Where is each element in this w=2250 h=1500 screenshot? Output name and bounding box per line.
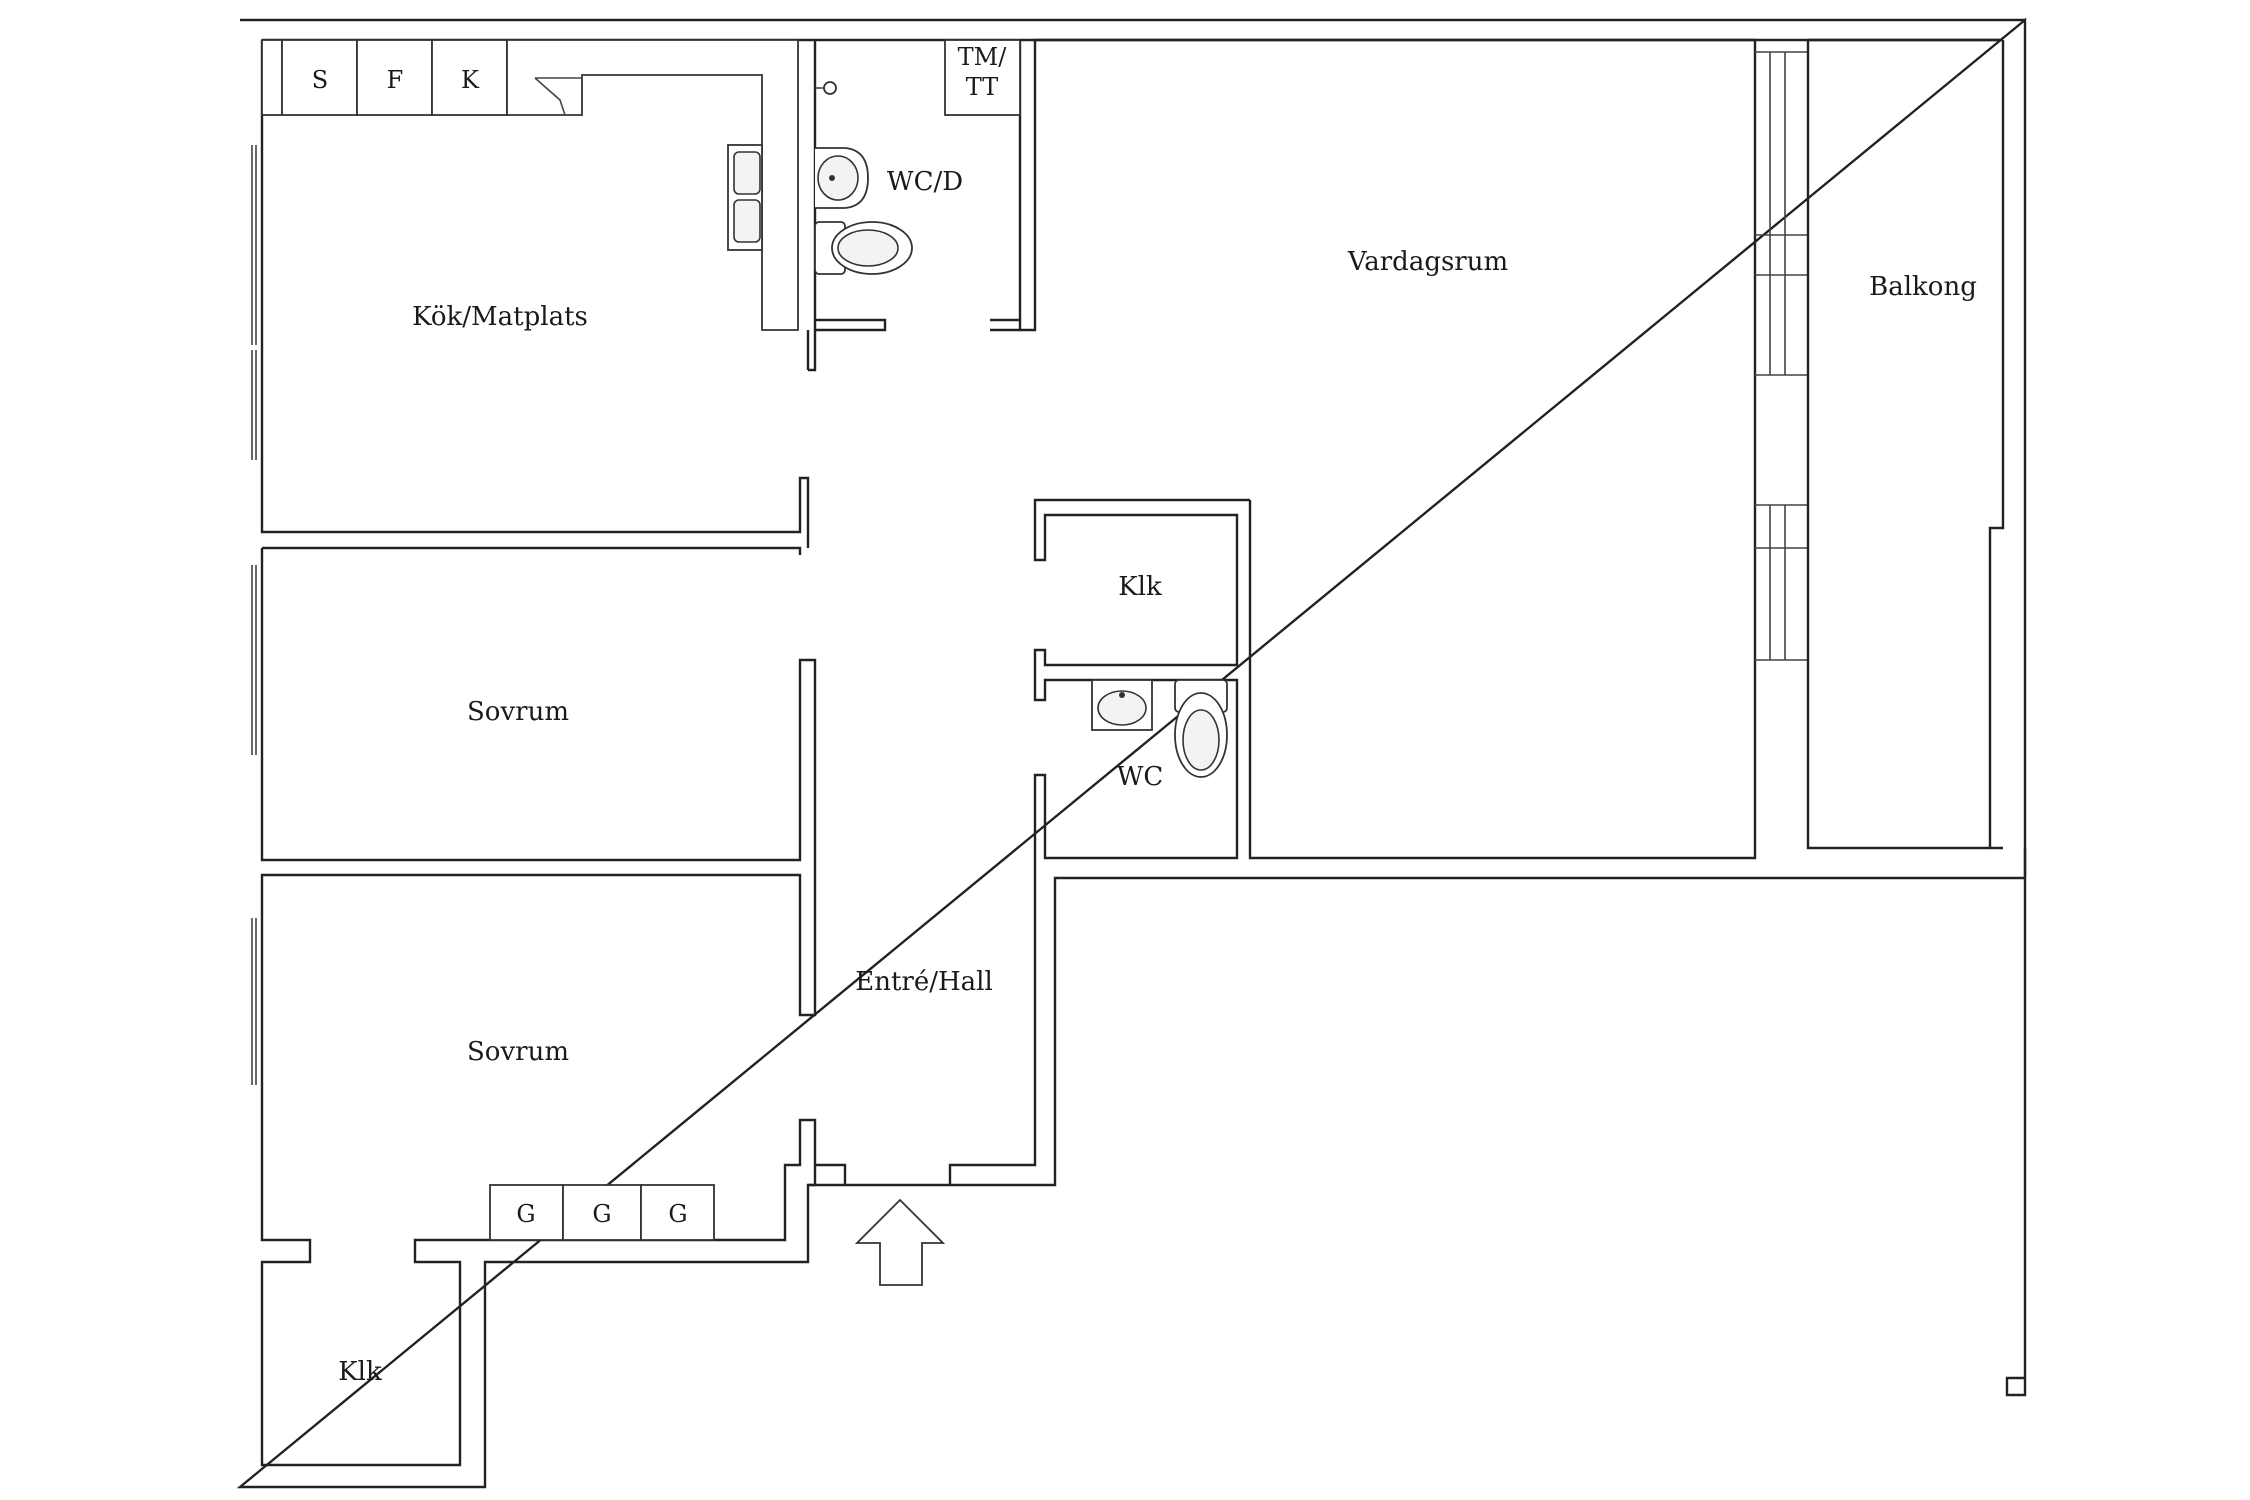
cabinet-s [281, 39, 358, 116]
cabinet-f [356, 39, 433, 116]
room-label-balcony: Balkong [1869, 272, 1977, 302]
wardrobe-2 [562, 1184, 642, 1241]
toilet-icon [1174, 679, 1228, 778]
cabinet-k [431, 39, 508, 116]
cabinet-label-f: F [387, 66, 404, 94]
entrance-arrow-icon [854, 1198, 946, 1286]
wc-d-room [806, 39, 1022, 372]
wardrobe-label-1: G [516, 1200, 535, 1228]
toilet-icon [814, 221, 913, 275]
balcony [1806, 38, 2003, 850]
cabinet-label-tm: TM/ [958, 43, 1008, 71]
room-label-bedroom-1: Sovrum [467, 697, 569, 727]
living-room [948, 38, 1809, 1185]
wardrobe-3 [640, 1184, 715, 1241]
cabinet-label-tt: TT [966, 73, 998, 101]
wardrobe-label-3: G [668, 1200, 687, 1228]
room-label-living: Vardagsrum [1347, 247, 1508, 277]
room-label-wc-d: WC/D [887, 167, 963, 197]
sink-icon [815, 147, 869, 209]
sink-icon [1091, 679, 1153, 731]
room-label-closet-bottom: Klk [338, 1357, 382, 1387]
wardrobe-label-2: G [592, 1200, 611, 1228]
cabinet-label-s: S [312, 66, 328, 94]
kitchen-room [251, 39, 810, 555]
kitchen-sink-icon [727, 144, 763, 251]
room-label-closet-center: Klk [1118, 572, 1162, 602]
cabinet-tm-tt [944, 39, 1021, 116]
cabinet-label-k: K [461, 66, 480, 94]
room-label-wc: WC [1117, 762, 1164, 792]
room-label-kitchen: Kök/Matplats [412, 302, 588, 332]
room-label-bedroom-2: Sovrum [467, 1037, 569, 1067]
outer-wall [236, 17, 2027, 1489]
room-label-hall: Entré/Hall [855, 967, 993, 997]
bedroom-walls [251, 548, 847, 1467]
wc-room [1091, 679, 1228, 778]
